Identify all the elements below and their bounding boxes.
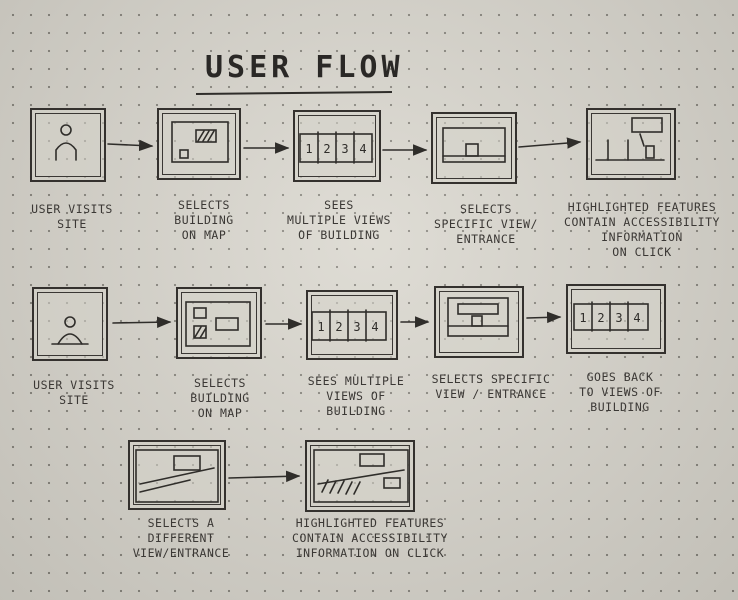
step-12-frame bbox=[305, 440, 415, 512]
step-9-caption: SELECTS SPECIFIC VIEW / ENTRANCE bbox=[431, 372, 551, 401]
step-7-caption: SELECTS BUILDING ON MAP bbox=[190, 376, 250, 420]
arrow-1-2 bbox=[107, 139, 154, 152]
step-1-caption: USER VISITS SITE bbox=[31, 202, 113, 231]
step-6-caption: USER VISITS SITE bbox=[33, 378, 115, 407]
step-11-caption: SELECTS A DIFFERENT VIEW/ENTRANCE bbox=[132, 516, 230, 560]
step-9-frame bbox=[434, 286, 524, 358]
step-10-caption: GOES BACK TO VIEWS OF BUILDING bbox=[579, 370, 661, 414]
step-1-frame bbox=[30, 108, 106, 182]
step-3-caption: SEES MULTIPLE VIEWS OF BUILDING bbox=[287, 198, 391, 242]
step-7-frame bbox=[176, 287, 262, 359]
step-8-caption: SEES MULTIPLE VIEWS OF BUILDING bbox=[307, 374, 405, 418]
arrow-6-7 bbox=[112, 316, 172, 328]
step-5-frame bbox=[586, 108, 676, 180]
step-2-frame bbox=[157, 108, 241, 180]
step-4-caption: SELECTS SPECIFIC VIEW/ ENTRANCE bbox=[434, 202, 538, 246]
step-12-caption: HIGHLIGHTED FEATURES CONTAIN ACCESSIBILI… bbox=[292, 516, 448, 560]
step-6-frame bbox=[32, 287, 108, 361]
step-2-caption: SELECTS BUILDING ON MAP bbox=[174, 198, 234, 242]
step-4-frame bbox=[431, 112, 517, 184]
step-3-frame bbox=[293, 110, 381, 182]
arrow-11-12 bbox=[228, 470, 301, 483]
step-8-frame bbox=[306, 290, 398, 360]
step-11-frame bbox=[128, 440, 226, 510]
arrow-4-5 bbox=[518, 137, 582, 149]
diagram-title: USER FLOW bbox=[205, 50, 404, 85]
title-underline bbox=[195, 90, 393, 96]
arrow-9-10 bbox=[526, 311, 562, 324]
step-5-caption: HIGHLIGHTED FEATURES CONTAIN ACCESSIBILI… bbox=[564, 200, 720, 259]
step-10-frame bbox=[566, 284, 666, 354]
